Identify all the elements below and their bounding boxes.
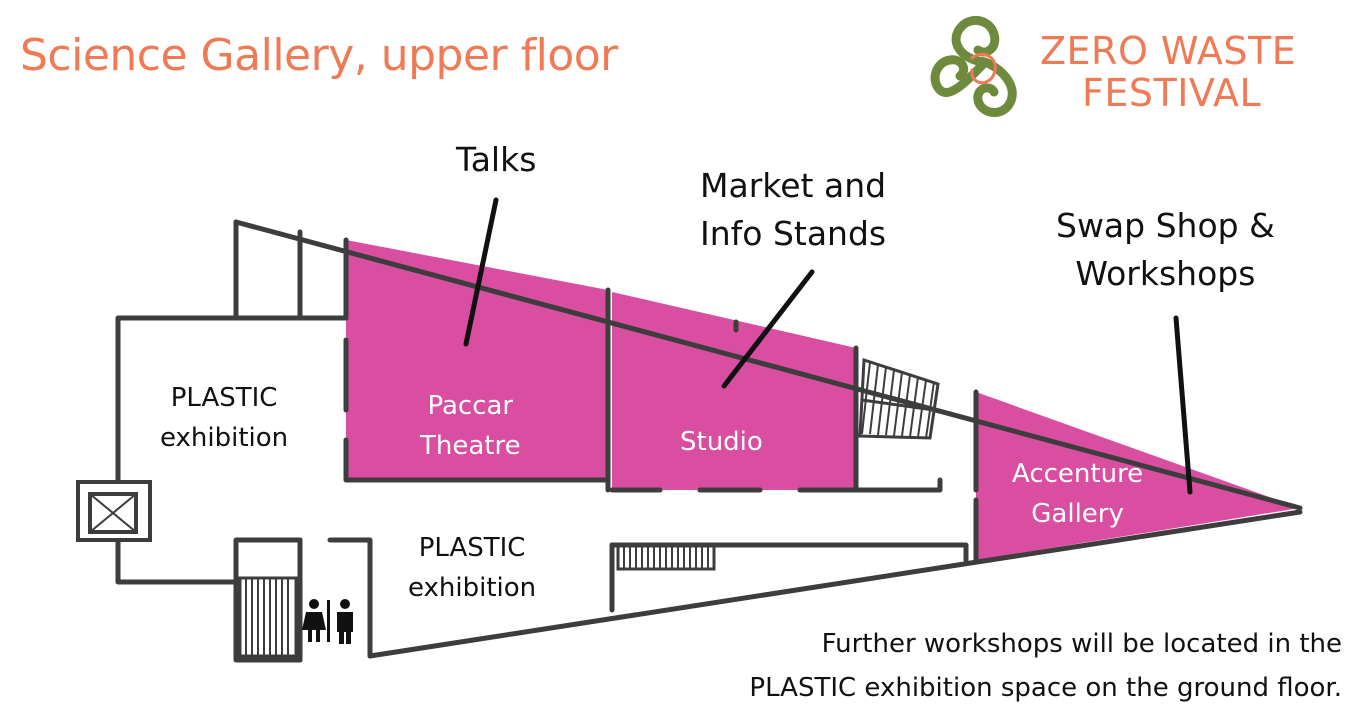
stairs-icon bbox=[238, 576, 298, 658]
stairs-icon bbox=[616, 543, 716, 571]
room-paccar-theatre[interactable] bbox=[346, 240, 608, 480]
label-plastic-exhibition-lower: PLASTIC exhibition bbox=[408, 533, 537, 603]
callout-pointers bbox=[463, 197, 1193, 495]
label-accenture-gallery: Accenture Gallery bbox=[1012, 459, 1144, 529]
callout-swap-shop-workshops: Swap Shop & Workshops bbox=[1056, 206, 1275, 293]
swap-pointer bbox=[1173, 315, 1193, 495]
logo-line-2: FESTIVAL bbox=[1082, 71, 1262, 115]
label-plastic-exhibition-upper: PLASTIC exhibition bbox=[160, 383, 289, 453]
label-studio: Studio bbox=[680, 427, 763, 457]
market-pointer bbox=[721, 269, 815, 389]
walls bbox=[115, 219, 1303, 663]
talks-pointer bbox=[463, 197, 499, 347]
callout-market-info-stands: Market and Info Stands bbox=[700, 166, 887, 253]
footnote: Further workshops will be located in the… bbox=[749, 629, 1342, 703]
wall-north bbox=[233, 219, 1303, 511]
label-paccar-theatre: Paccar Theatre bbox=[420, 391, 521, 461]
callout-talks: Talks bbox=[456, 140, 537, 179]
room-accenture-gallery[interactable] bbox=[976, 392, 1300, 560]
logo-line-1: ZERO WASTE bbox=[1040, 29, 1297, 73]
festival-logo: ZERO WASTE FESTIVAL bbox=[1040, 30, 1340, 114]
toilets-icon bbox=[302, 599, 353, 644]
lift-icon bbox=[76, 480, 152, 542]
page-title: Science Gallery, upper floor bbox=[20, 30, 618, 81]
wall-south bbox=[367, 509, 1303, 659]
stairs-icon bbox=[858, 357, 940, 440]
